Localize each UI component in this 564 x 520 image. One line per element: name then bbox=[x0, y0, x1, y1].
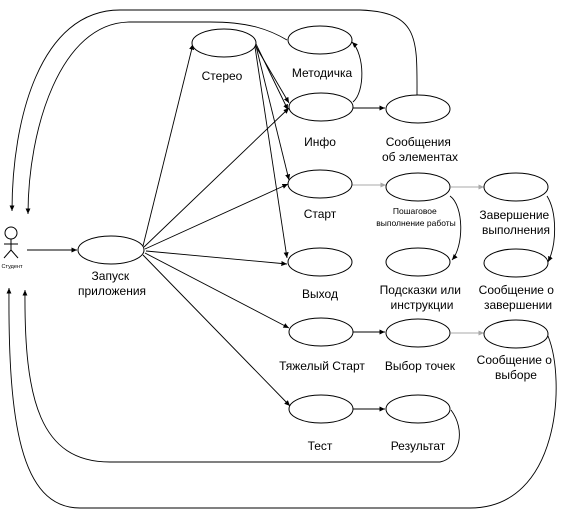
use-case-choice-message[interactable]: Сообщение о выборе bbox=[477, 319, 556, 382]
use-case-hints[interactable]: Подсказки или инструкции bbox=[380, 247, 465, 312]
use-case-test-ellipse[interactable] bbox=[288, 394, 354, 424]
use-case-info-ellipse[interactable] bbox=[288, 92, 354, 122]
use-case-element-messages-ellipse[interactable] bbox=[385, 94, 451, 124]
edge-result-actor bbox=[22, 289, 460, 463]
use-case-finish-ellipse[interactable] bbox=[483, 172, 549, 202]
use-case-exit-label: Выход bbox=[302, 287, 338, 301]
use-case-point-choice[interactable]: Выбор точек bbox=[385, 318, 456, 373]
edge-stereo-start bbox=[255, 45, 291, 181]
use-case-exit-ellipse[interactable] bbox=[287, 247, 353, 277]
choice-message-label-line1: Сообщение о bbox=[477, 353, 553, 367]
use-case-point-choice-label: Выбор точек bbox=[385, 359, 456, 373]
use-case-result[interactable]: Результат bbox=[385, 394, 451, 453]
actor-leg-right bbox=[10, 249, 19, 259]
choice-message-label-line2: выборе bbox=[495, 368, 537, 382]
use-case-manual-ellipse[interactable] bbox=[287, 25, 353, 55]
use-case-manual-label: Методичка bbox=[292, 66, 353, 80]
edges bbox=[6, 9, 557, 509]
use-case-hard-start[interactable]: Тяжелый Старт bbox=[279, 317, 365, 373]
use-case-manual[interactable]: Методичка bbox=[287, 25, 353, 80]
finish-message-label-line2: завершении bbox=[484, 298, 552, 312]
use-case-choice-message-ellipse[interactable] bbox=[483, 319, 549, 349]
edge-finish-message bbox=[546, 195, 556, 263]
use-case-start-label: Старт bbox=[304, 207, 337, 221]
use-case-test-label: Тест bbox=[308, 439, 333, 453]
edge-manual-actor bbox=[25, 21, 288, 215]
use-case-test[interactable]: Тест bbox=[288, 394, 354, 453]
use-case-step-by-step-ellipse[interactable] bbox=[385, 172, 451, 202]
use-case-step-by-step-label: Пошаговое выполнение работы bbox=[376, 206, 456, 228]
messages-label-line1: Сообщения bbox=[386, 135, 451, 149]
actor-head bbox=[4, 226, 18, 240]
edge-choice-actor bbox=[6, 287, 557, 509]
use-case-element-messages-label: Сообщения об элементах bbox=[382, 135, 458, 164]
edge-messages-actor bbox=[9, 9, 418, 212]
hints-label-line2: инструкции bbox=[391, 298, 454, 312]
actor-student: Студент bbox=[2, 226, 23, 270]
use-case-result-ellipse[interactable] bbox=[385, 394, 451, 424]
edge-stereo-exit bbox=[254, 46, 289, 259]
launch-label-line1: Запуск bbox=[92, 269, 130, 283]
edge-launch-stereo bbox=[142, 43, 195, 247]
use-case-finish[interactable]: Завершение выполнения bbox=[479, 172, 552, 237]
edge-launch-exit bbox=[145, 250, 288, 266]
use-case-launch-ellipse[interactable] bbox=[77, 235, 145, 265]
use-case-launch[interactable]: Запуск приложения bbox=[77, 235, 146, 298]
use-case-hard-start-label: Тяжелый Старт bbox=[279, 359, 365, 373]
edge-info-manual bbox=[351, 41, 363, 103]
edge-launch-hard-start bbox=[144, 252, 290, 329]
use-case-start[interactable]: Старт bbox=[287, 169, 353, 221]
use-case-result-label: Результат bbox=[391, 439, 446, 453]
use-case-choice-message-label: Сообщение о выборе bbox=[477, 353, 556, 382]
edge-launch-info bbox=[143, 107, 290, 248]
edge-stereo-info bbox=[254, 44, 290, 104]
use-case-stereo-label: Стерео bbox=[202, 69, 243, 83]
use-case-element-messages[interactable]: Сообщения об элементах bbox=[382, 94, 458, 164]
use-case-info-label: Инфо bbox=[304, 135, 336, 149]
messages-label-line2: об элементах bbox=[382, 150, 458, 164]
use-case-stereo[interactable]: Стерео bbox=[191, 28, 257, 83]
actor-leg-left bbox=[3, 249, 12, 259]
actor-label: Студент bbox=[2, 264, 23, 270]
step-label-line1: Пошаговое bbox=[393, 206, 437, 216]
edge-launch-test bbox=[142, 254, 291, 407]
use-case-finish-label: Завершение выполнения bbox=[479, 208, 552, 237]
use-case-finish-message-ellipse[interactable] bbox=[483, 248, 549, 278]
use-case-info[interactable]: Инфо bbox=[288, 92, 354, 149]
use-case-hard-start-ellipse[interactable] bbox=[288, 317, 354, 347]
use-case-exit[interactable]: Выход bbox=[287, 247, 353, 301]
use-case-hints-ellipse[interactable] bbox=[385, 247, 451, 277]
finish-label-line1: Завершение bbox=[479, 208, 549, 222]
use-case-point-choice-ellipse[interactable] bbox=[385, 318, 451, 348]
use-case-step-by-step[interactable]: Пошаговое выполнение работы bbox=[376, 172, 456, 228]
edge-step-hints bbox=[449, 195, 462, 261]
launch-label-line2: приложения bbox=[78, 284, 146, 298]
finish-label-line2: выполнения bbox=[482, 223, 550, 237]
step-label-line2: выполнение работы bbox=[376, 218, 456, 228]
use-case-stereo-ellipse[interactable] bbox=[191, 28, 257, 58]
use-case-finish-message-label: Сообщение о завершении bbox=[479, 283, 558, 312]
use-case-hints-label: Подсказки или инструкции bbox=[380, 283, 465, 312]
use-case-launch-label: Запуск приложения bbox=[78, 269, 146, 298]
edge-stereo-info-2 bbox=[255, 43, 289, 111]
hints-label-line1: Подсказки или bbox=[380, 283, 461, 297]
edge-launch-start bbox=[144, 183, 289, 250]
use-case-start-ellipse[interactable] bbox=[287, 169, 353, 199]
use-case-finish-message[interactable]: Сообщение о завершении bbox=[479, 248, 558, 312]
finish-message-label-line1: Сообщение о bbox=[479, 283, 555, 297]
